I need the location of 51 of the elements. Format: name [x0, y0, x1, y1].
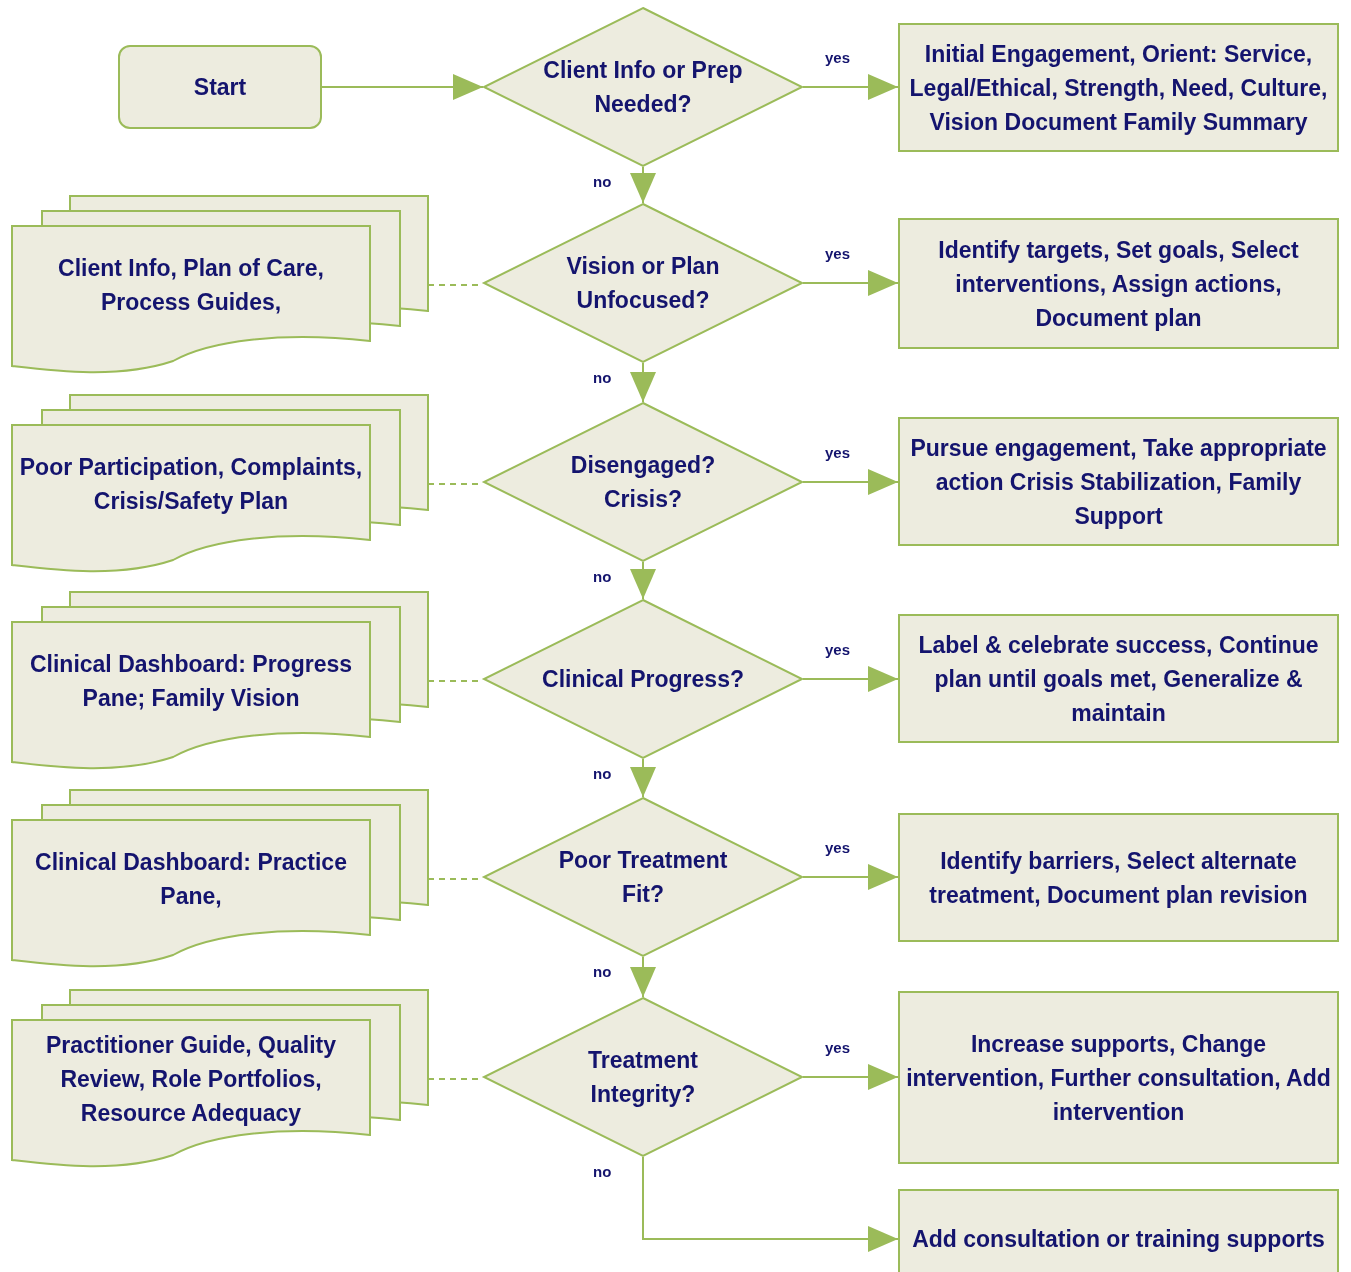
process-box — [898, 813, 1339, 942]
arrow — [802, 74, 899, 100]
arrow — [642, 1156, 899, 1252]
document-stack — [12, 196, 428, 374]
decision-diamond — [483, 7, 803, 167]
arrow — [630, 166, 656, 204]
arrow — [802, 1064, 899, 1090]
document-stack — [12, 592, 428, 770]
arrow — [630, 758, 656, 798]
process-box — [898, 1189, 1339, 1272]
node-text: Practitioner Guide, Quality Review, Role Portfolios, Resource Adequacy — [44, 1031, 338, 1128]
decision-diamond — [483, 797, 803, 957]
node-text: Clinical Dashboard: Practice Pane, — [34, 848, 348, 911]
start-terminal — [118, 45, 322, 129]
decision-diamond — [483, 402, 803, 562]
node-text: Clinical Progress? — [542, 665, 744, 694]
arrow — [802, 469, 899, 495]
node-text: Treatment Integrity? — [587, 1046, 699, 1109]
process-box — [898, 417, 1339, 546]
decision-diamond — [483, 203, 803, 363]
process-box — [898, 614, 1339, 743]
node-text: Add consultation or training supports — [912, 1225, 1325, 1254]
document-stack — [12, 790, 428, 968]
arrow — [802, 864, 899, 890]
arrow — [802, 666, 899, 692]
node-text: Poor Participation, Complaints, Crisis/Safety Plan — [18, 453, 364, 516]
process-box — [898, 218, 1339, 349]
arrow — [630, 956, 656, 998]
node-text: Vision or Plan Unfocused? — [565, 252, 721, 315]
node-text: Identify barriers, Select alternate treatment, Document plan revision — [928, 846, 1309, 910]
node-text: Pursue engagement, Take appropriate action Crisis Stabilization, Family Support — [909, 433, 1328, 531]
arrow — [802, 270, 899, 296]
node-text: Initial Engagement, Orient: Service, Legal/Ethical, Strength, Need, Culture, Vision Document Family Summary — [908, 39, 1329, 137]
node-text: Poor Treatment Fit? — [557, 846, 729, 909]
arrow — [321, 74, 484, 100]
decision-diamond — [483, 599, 803, 759]
node-text: Disengaged? Crisis? — [569, 451, 717, 514]
arrow — [630, 362, 656, 403]
document-stack — [12, 395, 428, 573]
node-text: Client Info or Prep Needed? — [542, 56, 744, 119]
document-stack — [12, 990, 428, 1168]
decision-diamond — [483, 997, 803, 1157]
node-text: Start — [193, 73, 247, 102]
node-text: Increase supports, Change intervention, Further consultation, Add intervention — [905, 1029, 1332, 1127]
node-text: Client Info, Plan of Care, Process Guides, — [57, 254, 325, 317]
node-text: Label & celebrate success, Continue plan until goals met, Generalize & maintain — [917, 630, 1320, 728]
node-text: Clinical Dashboard: Progress Pane; Family Vision — [28, 650, 354, 713]
arrow — [630, 561, 656, 600]
node-text: Identify targets, Set goals, Select interventions, Assign actions, Document plan — [937, 235, 1300, 333]
process-box — [898, 991, 1339, 1164]
process-box — [898, 23, 1339, 152]
